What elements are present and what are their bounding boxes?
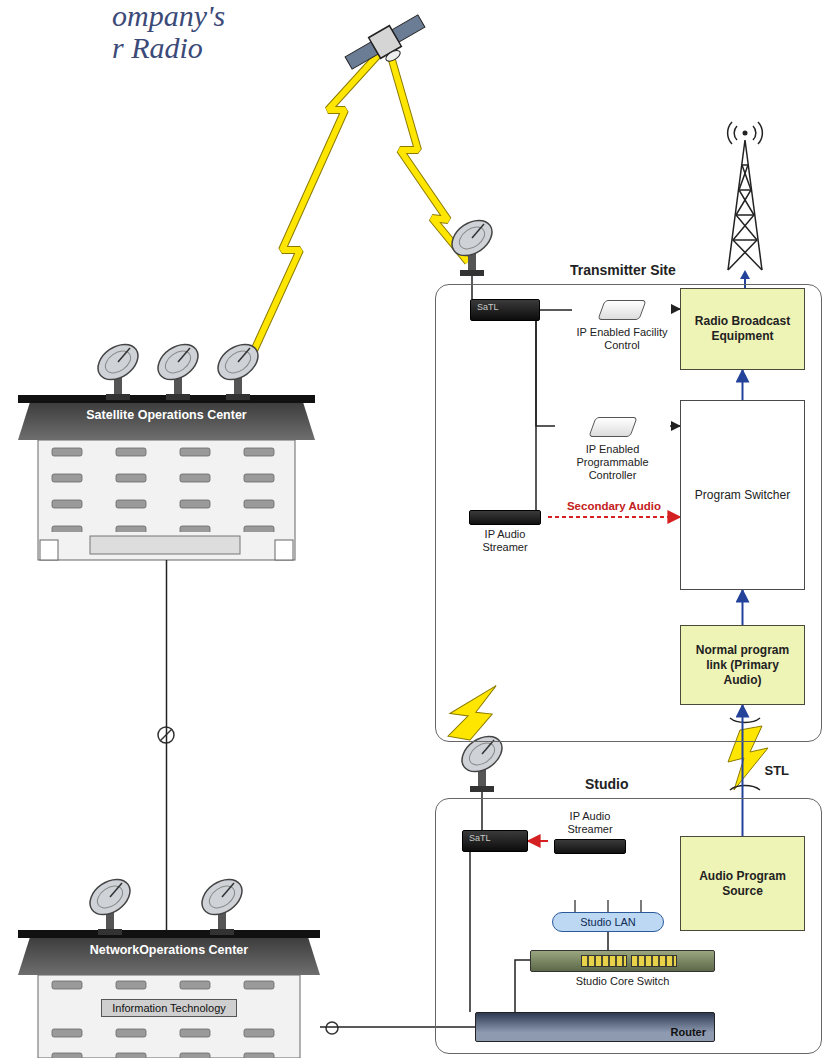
- node-text: Satellite Operations Center: [18, 395, 315, 422]
- node-text: IP Audio Streamer: [548, 810, 632, 836]
- connector: [536, 321, 555, 426]
- facility-control: IP Enabled Facility Control: [572, 297, 672, 357]
- connector: [540, 309, 572, 311]
- streamer-device: [554, 839, 626, 854]
- node-text: IP Enabled Facility Control: [572, 326, 672, 352]
- connector: [742, 705, 744, 836]
- node-text: Router: [671, 1026, 706, 1038]
- node-text: NetworkOperations Center: [18, 930, 320, 957]
- connector: [548, 516, 680, 518]
- equipment-box: Radio Broadcast Equipment: [680, 288, 805, 370]
- node-text: Transmitter Site: [570, 262, 676, 278]
- node-text: Radio Broadcast Equipment: [687, 314, 798, 344]
- node-text: IP Audio Streamer: [462, 528, 548, 554]
- device-icon: [597, 300, 646, 320]
- lan-pill: Studio LAN: [552, 912, 664, 932]
- program-source-box: Audio Program Source: [680, 836, 805, 931]
- node-text: Program Switcher: [695, 488, 790, 502]
- connector: [528, 840, 548, 842]
- connector: [166, 560, 168, 930]
- connector: [515, 960, 530, 1012]
- router-device: Router: [475, 1012, 715, 1042]
- switch-ports: [581, 955, 627, 967]
- switch-ports: [631, 955, 677, 967]
- building: NetworkOperations CenterInformation Tech…: [18, 930, 320, 1054]
- connector: [320, 1026, 475, 1028]
- streamer-device: [469, 510, 541, 525]
- node-text: IP Enabled Programmable Controller: [555, 443, 670, 483]
- node-text: Studio Core Switch: [530, 975, 715, 987]
- connector: [670, 425, 680, 427]
- connector: [672, 308, 680, 310]
- switcher-box: Program Switcher: [680, 400, 805, 590]
- node-text: SaTL: [477, 302, 499, 312]
- audio-streamer: IP Audio Streamer: [548, 810, 632, 858]
- edge-label: Secondary Audio: [565, 500, 663, 512]
- studio-region: StudioSaTL IP Audio StreamerAudio Program…: [435, 772, 822, 1054]
- connector: [742, 370, 744, 400]
- title-text: ompany's r Radio: [112, 0, 234, 64]
- edge-label: STL: [763, 763, 792, 778]
- connector: [469, 852, 471, 1012]
- switch-body: [530, 950, 715, 972]
- core-switch: Studio Core Switch: [530, 950, 715, 990]
- program-link-box: Normal program link (Primary Audio): [680, 625, 805, 705]
- connector: [535, 321, 537, 510]
- satl-device: SaTL: [470, 299, 540, 321]
- node-text: Information Technology: [101, 999, 237, 1017]
- node-text: SaTL: [469, 833, 491, 843]
- device-icon: [588, 417, 637, 437]
- connector: [742, 590, 744, 625]
- audio-streamer: IP Audio Streamer: [462, 510, 548, 560]
- programmable-controller: IP Enabled Programmable Controller: [555, 414, 670, 489]
- node-text: Studio: [585, 776, 629, 792]
- node-text: Studio LAN: [580, 916, 636, 928]
- building: Satellite Operations Center: [18, 395, 315, 560]
- connector: [607, 932, 609, 950]
- node-text: Normal program link (Primary Audio): [687, 643, 798, 688]
- satl-device: SaTL: [462, 830, 528, 852]
- node-text: Audio Program Source: [687, 869, 798, 899]
